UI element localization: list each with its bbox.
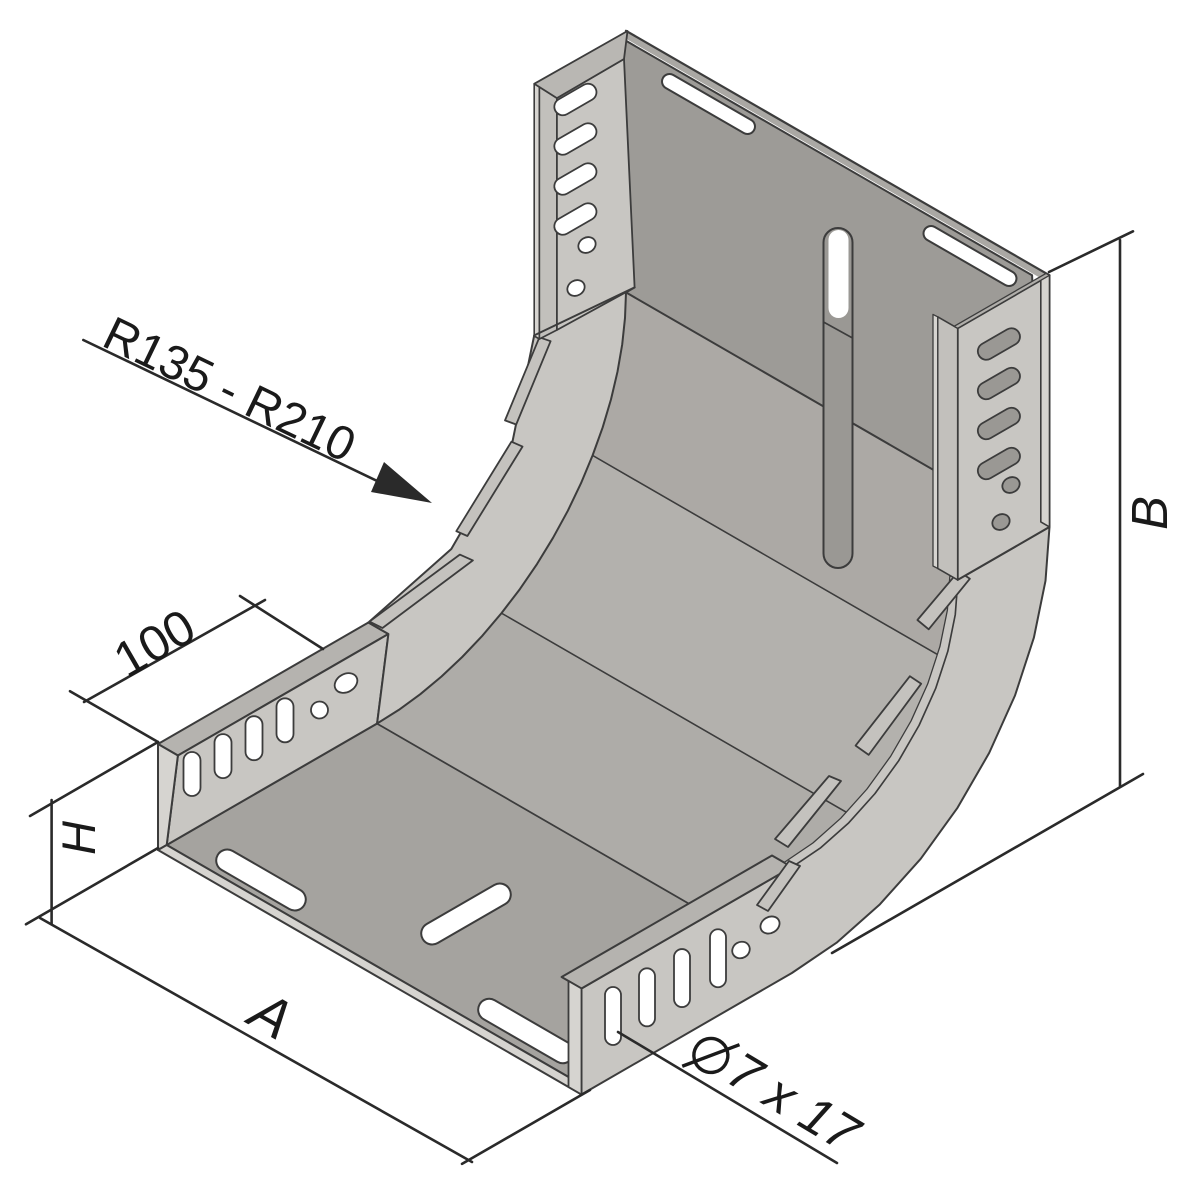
svg-text:H: H <box>52 821 105 855</box>
svg-text:B: B <box>1121 496 1178 530</box>
